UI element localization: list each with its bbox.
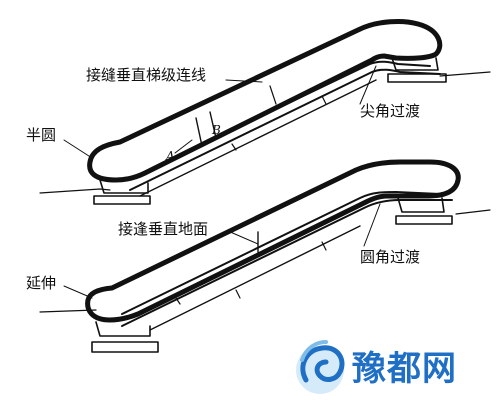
bottom-skirt-line-3: [149, 225, 361, 331]
leader-half-round: [63, 139, 93, 159]
bottom-upper-support: [397, 197, 445, 213]
top-joint-seam-4: [231, 143, 237, 151]
bottom-joint-seam-3: [321, 241, 327, 251]
bottom-upper-base: [395, 215, 453, 225]
top-joint-seam-5: [321, 95, 327, 105]
bottom-joint-seam-2: [235, 289, 241, 299]
top-skirt-line-2: [129, 68, 441, 191]
bottom-lower-base: [91, 341, 159, 353]
bottom-joint-seam-4: [175, 297, 181, 305]
label-extension: 延伸: [26, 274, 57, 292]
top-lower-support: [99, 179, 149, 194]
top-lower-base: [93, 195, 151, 205]
watermark-text: 豫都网: [352, 349, 457, 389]
label-bottom-joint: 接逢垂直地面: [118, 220, 209, 238]
bottom-skirt-line-2: [121, 199, 453, 327]
top-lower-floor-line: [39, 188, 111, 194]
bottom-upper-floor-line: [455, 209, 491, 215]
swirl-logo-icon: [296, 340, 345, 394]
leader-extension: [63, 285, 93, 299]
top-skirt-line-3: [139, 79, 377, 197]
leader-bottom-joint: [227, 230, 259, 245]
leader-top-joint: [225, 79, 263, 83]
label-mark-a: A: [166, 149, 175, 163]
label-mark-b: B: [212, 123, 221, 137]
leader-round-transition: [363, 203, 381, 247]
bottom-skirt-line-1: [121, 191, 441, 315]
label-half-round: 半圆: [26, 126, 57, 144]
bottom-escalator: [39, 159, 491, 353]
bottom-handrail: [85, 159, 461, 323]
leader-sharp-transition: [359, 65, 377, 105]
top-joint-seam-2: [209, 111, 217, 139]
label-top-joint: 接缝垂直梯级连线: [86, 66, 207, 84]
leader-a: [174, 139, 193, 154]
top-escalator: [39, 19, 491, 205]
label-round-transition: 圆角过渡: [360, 248, 421, 266]
top-skirt-line-1: [131, 60, 431, 179]
top-upper-base: [387, 73, 447, 83]
top-handrail: [87, 19, 443, 183]
top-joint-seam-3: [269, 85, 277, 105]
top-upper-support: [391, 57, 439, 71]
label-sharp-transition: 尖角过渡: [360, 102, 421, 120]
bottom-lower-support: [95, 321, 151, 337]
top-upper-floor-line: [439, 71, 491, 77]
top-joint-seam-1: [195, 117, 203, 147]
